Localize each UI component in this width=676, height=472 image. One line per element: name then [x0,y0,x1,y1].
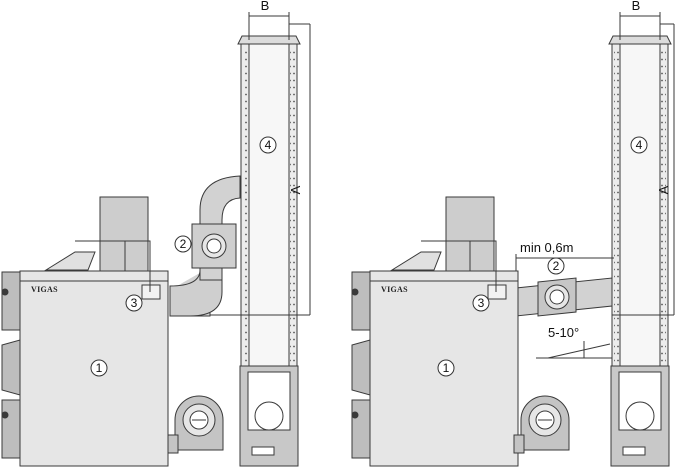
svg-text:4: 4 [265,138,272,152]
dimension-a-right [612,23,675,316]
svg-text:2: 2 [180,237,187,251]
brand-label-right: VIGAS [381,285,408,294]
flue-pipe-right [515,277,613,317]
boiler-right [351,196,519,467]
fan-right [513,395,570,454]
svg-text:1: 1 [96,361,103,375]
callout-1-right: 1 [437,359,455,377]
svg-text:3: 3 [131,296,138,310]
callout-3-left: 3 [125,294,143,312]
boiler-left [1,196,169,467]
chimney-left [237,35,301,467]
dimension-a-left [210,23,311,316]
chimney-right [608,35,672,467]
slope-label: 5-10° [548,325,579,340]
dim-a-label-left: A [288,185,303,194]
dim-b-label-right: B [632,0,641,13]
callout-2-right: 2 [547,257,565,275]
right-installation [351,12,675,467]
callout-4-left: 4 [259,136,277,154]
svg-text:3: 3 [478,296,485,310]
dim-b-label-left: B [261,0,270,13]
callout-3-right: 3 [472,294,490,312]
fan-left [167,395,224,454]
svg-text:2: 2 [553,259,560,273]
slope-indicator [536,341,612,359]
callout-1-left: 1 [90,359,108,377]
flue-pipe-left [169,175,241,317]
svg-text:4: 4 [636,138,643,152]
callout-2-left: 2 [174,235,192,253]
callout-4-right: 4 [630,136,648,154]
dim-a-label-right: A [656,185,671,194]
left-installation [1,12,311,467]
svg-text:1: 1 [443,361,450,375]
dimension-b-left [248,12,290,40]
dimension-b-right [619,12,661,40]
min-distance-label: min 0,6m [520,240,573,255]
brand-label-left: VIGAS [31,285,58,294]
